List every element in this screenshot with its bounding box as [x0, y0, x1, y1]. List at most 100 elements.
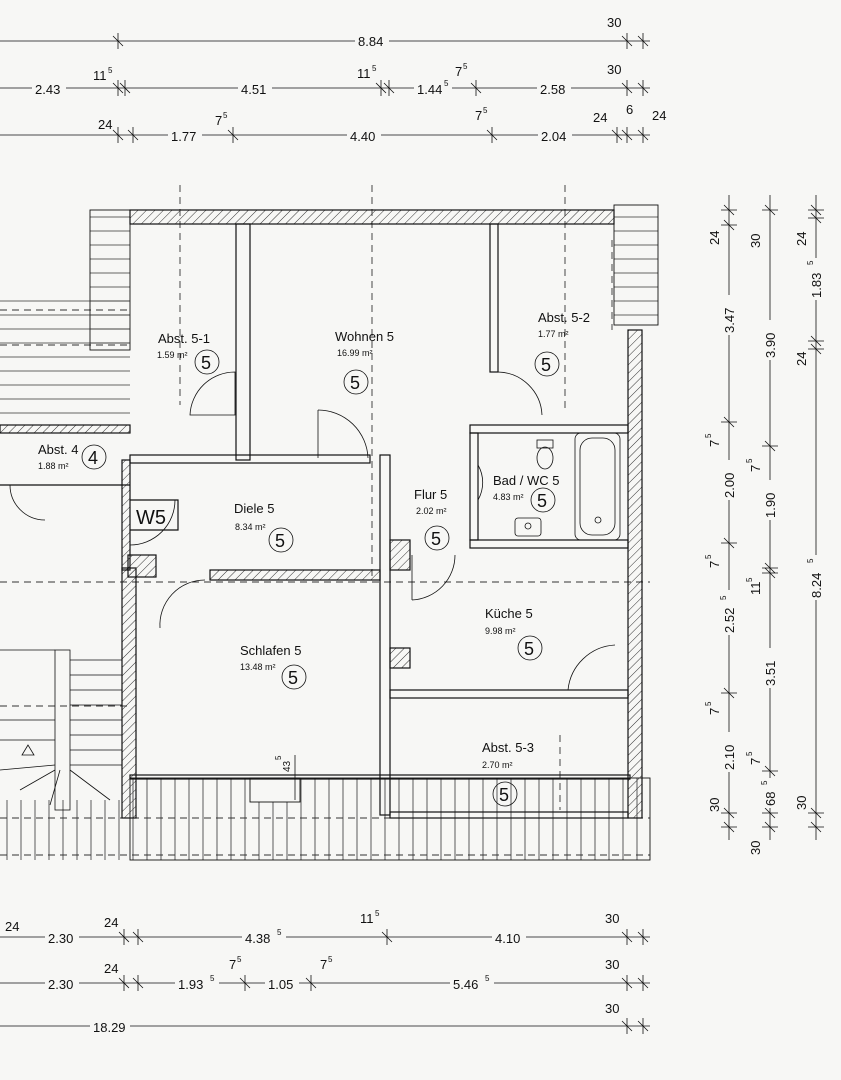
dim: 24 [104, 915, 118, 930]
window-dimension: 43 5 [274, 755, 296, 800]
dim: 8.24 [809, 573, 824, 598]
dim: 2.00 [722, 473, 737, 498]
dim: 30 [794, 796, 809, 810]
dim-sup: 5 [328, 955, 333, 964]
room-name: Diele 5 [234, 501, 274, 516]
dim: 24 [593, 110, 607, 125]
dim: 2.04 [541, 129, 566, 144]
dim-sup: 5 [223, 111, 228, 120]
dim: 7 [748, 465, 763, 472]
dim-sup: 5 [463, 62, 468, 71]
room-abst-4: Abst. 4 1.88 m² 4 [38, 442, 107, 471]
dim: 24 [652, 108, 666, 123]
roof-areas [0, 204, 659, 861]
room-number: 5 [541, 355, 551, 375]
dim-sup: 5 [704, 554, 713, 559]
room-name: Bad / WC 5 [493, 473, 559, 488]
walls [0, 209, 643, 819]
staircase [0, 649, 122, 811]
dim: 7 [320, 957, 327, 972]
room-name: Abst. 4 [38, 442, 78, 457]
dim-sup: 5 [444, 79, 449, 88]
room-diele-5: Diele 5 8.34 m² 5 [234, 501, 294, 553]
dim: 2.58 [540, 82, 565, 97]
dim: 1.90 [763, 493, 778, 518]
dim: 30 [605, 911, 619, 926]
dim-top-total: 8.84 [358, 34, 383, 49]
dim-bottom-total: 18.29 [93, 1020, 126, 1035]
room-number: 5 [201, 353, 211, 373]
dim: 30 [605, 957, 619, 972]
dim: 3.47 [722, 308, 737, 333]
dim: 30 [605, 1001, 619, 1016]
dim-sup: 5 [745, 458, 754, 463]
dim: 4.38 [245, 931, 270, 946]
room-name: Wohnen 5 [335, 329, 394, 344]
room-number: 5 [537, 491, 547, 511]
room-kueche-5: Küche 5 9.98 m² 5 [485, 606, 543, 661]
room-area: 1.88 m² [38, 461, 69, 471]
dim: 3.51 [763, 661, 778, 686]
dim-sup: 5 [375, 909, 380, 918]
dim: 1.83 [809, 273, 824, 298]
dim: 11 [748, 582, 763, 596]
dim: 7 [707, 440, 722, 447]
room-area: 9.98 m² [485, 626, 516, 636]
dim-sup: 5 [745, 751, 754, 756]
dim: 7 [707, 708, 722, 715]
dim: 5.46 [453, 977, 478, 992]
room-area: 1.77 m² [538, 329, 569, 339]
right-dimensions: 24 3.47 7 5 2.00 7 5 2.52 5 7 5 2.10 30 … [704, 195, 825, 855]
room-area: 2.70 m² [482, 760, 513, 770]
room-number: 5 [431, 529, 441, 549]
room-number: 5 [275, 531, 285, 551]
room-abst-5-2: Abst. 5-2 1.77 m² 5 [534, 310, 590, 377]
unit-label-text: W5 [136, 507, 166, 529]
dim-sup: 5 [704, 433, 713, 438]
dim: 2.30 [48, 931, 73, 946]
dim: 2.43 [35, 82, 60, 97]
dim-sup: 5 [485, 974, 490, 983]
dim: 7 [748, 758, 763, 765]
dim-top-wall: 30 [607, 15, 621, 30]
dim: 30 [748, 841, 763, 855]
dim: 7 [475, 108, 482, 123]
room-schlafen-5: Schlafen 5 13.48 m² 5 [240, 643, 307, 690]
dim: 1.05 [268, 977, 293, 992]
room-number: 5 [524, 639, 534, 659]
room-area: 8.34 m² [235, 522, 266, 532]
dim: 4.10 [495, 931, 520, 946]
room-name: Abst. 5-2 [538, 310, 590, 325]
room-number: 5 [350, 373, 360, 393]
doors [9, 371, 616, 691]
unit-label: W5 [130, 499, 179, 531]
bottom-dimensions: 24 2.30 24 4.38 5 11 5 4.10 30 2.30 24 1… [0, 909, 650, 1036]
dim: 1.77 [171, 129, 196, 144]
dim: 30 [748, 234, 763, 248]
dim: 11 [360, 911, 374, 926]
dim: 7 [455, 64, 462, 79]
dim: 4.40 [350, 129, 375, 144]
dim-sup: 5 [483, 106, 488, 115]
dim: 68 [763, 792, 778, 806]
dim-sup: 5 [704, 701, 713, 706]
dim-sup: 5 [210, 974, 215, 983]
room-area: 2.02 m² [416, 506, 447, 516]
dim-sup: 5 [806, 558, 815, 563]
room-number: 5 [288, 668, 298, 688]
dim: 7 [215, 113, 222, 128]
dim: 24 [98, 117, 112, 132]
room-name: Abst. 5-3 [482, 740, 534, 755]
room-area: 13.48 m² [240, 662, 276, 672]
dim: 7 [707, 561, 722, 568]
dim: 4.51 [241, 82, 266, 97]
dim: 24 [707, 231, 722, 245]
dim-sup: 5 [372, 64, 377, 73]
dim-sup: 5 [719, 595, 728, 600]
room-area: 4.83 m² [493, 492, 524, 502]
dim: 24 [794, 232, 809, 246]
dim: 7 [229, 957, 236, 972]
dim: 24 [794, 352, 809, 366]
dim-sup: 5 [277, 928, 282, 937]
